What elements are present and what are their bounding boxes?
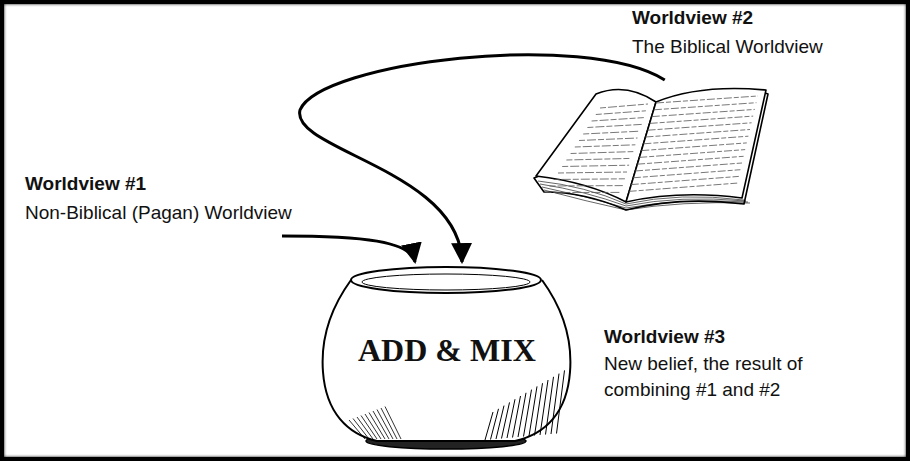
text-line	[545, 192, 620, 193]
arrow-connector	[282, 236, 415, 262]
text-line	[656, 96, 758, 103]
worldview-text-node: Worldview #1 Non-Biblical (Pagan) Worldvi…	[25, 172, 292, 236]
worldview-heading: Worldview #2	[632, 6, 753, 30]
text-line	[554, 178, 625, 180]
page-edge	[626, 203, 750, 210]
text-line	[639, 150, 745, 158]
pot-rim	[351, 267, 541, 293]
pot-mouth	[362, 274, 530, 290]
text-line	[558, 172, 627, 173]
text-line	[587, 124, 641, 127]
pot-shading	[353, 419, 369, 440]
text-line	[562, 165, 629, 166]
text-line	[633, 170, 741, 178]
text-line	[648, 123, 752, 130]
pot-shading	[377, 410, 393, 440]
text-line	[646, 130, 751, 138]
text-line	[652, 109, 755, 116]
pot-body	[323, 280, 571, 441]
text-line	[643, 136, 748, 144]
open-book-illustration	[530, 80, 775, 215]
arrow-connector	[300, 55, 665, 262]
text-line	[641, 143, 747, 151]
text-line	[592, 118, 644, 121]
worldview-description: New belief, the result of combining #1 a…	[604, 351, 879, 403]
text-line	[629, 183, 738, 191]
text-line	[650, 116, 754, 123]
text-line	[575, 145, 636, 147]
pot-shading	[349, 420, 365, 439]
page-edge	[626, 201, 748, 208]
pot-shading	[385, 407, 401, 440]
book-right-page	[626, 89, 766, 203]
pot-shading	[361, 416, 377, 440]
pot-label: ADD & MIX	[358, 332, 536, 369]
page-edge	[544, 190, 626, 210]
book-node: Worldview #2The Biblical Worldview	[530, 80, 775, 215]
text-line	[654, 103, 757, 110]
pot-shading	[369, 413, 385, 440]
worldview-heading: Worldview #1	[25, 172, 292, 196]
pot-shading	[381, 408, 397, 439]
worldview-description: Non-Biblical (Pagan) Worldview	[25, 200, 292, 226]
page-edge	[540, 184, 626, 206]
worldview-description: The Biblical Worldview	[632, 34, 823, 60]
text-line	[579, 138, 638, 141]
text-line	[571, 152, 634, 154]
text-line	[631, 176, 739, 184]
text-line	[583, 131, 639, 134]
text-line	[596, 111, 646, 115]
text-line	[637, 156, 744, 164]
pot-shading	[365, 414, 381, 439]
page-edge	[542, 187, 626, 208]
text-line	[550, 185, 623, 186]
pot-shading	[373, 411, 389, 439]
pot-node: ADD & MIXWorldview #3New belief, the res…	[315, 262, 578, 452]
text-line	[635, 163, 742, 171]
pot-shading	[357, 417, 373, 439]
text-line	[566, 158, 631, 160]
pot-shading	[557, 370, 565, 433]
worldview-heading: Worldview #3	[604, 325, 725, 349]
text-line	[600, 104, 648, 108]
